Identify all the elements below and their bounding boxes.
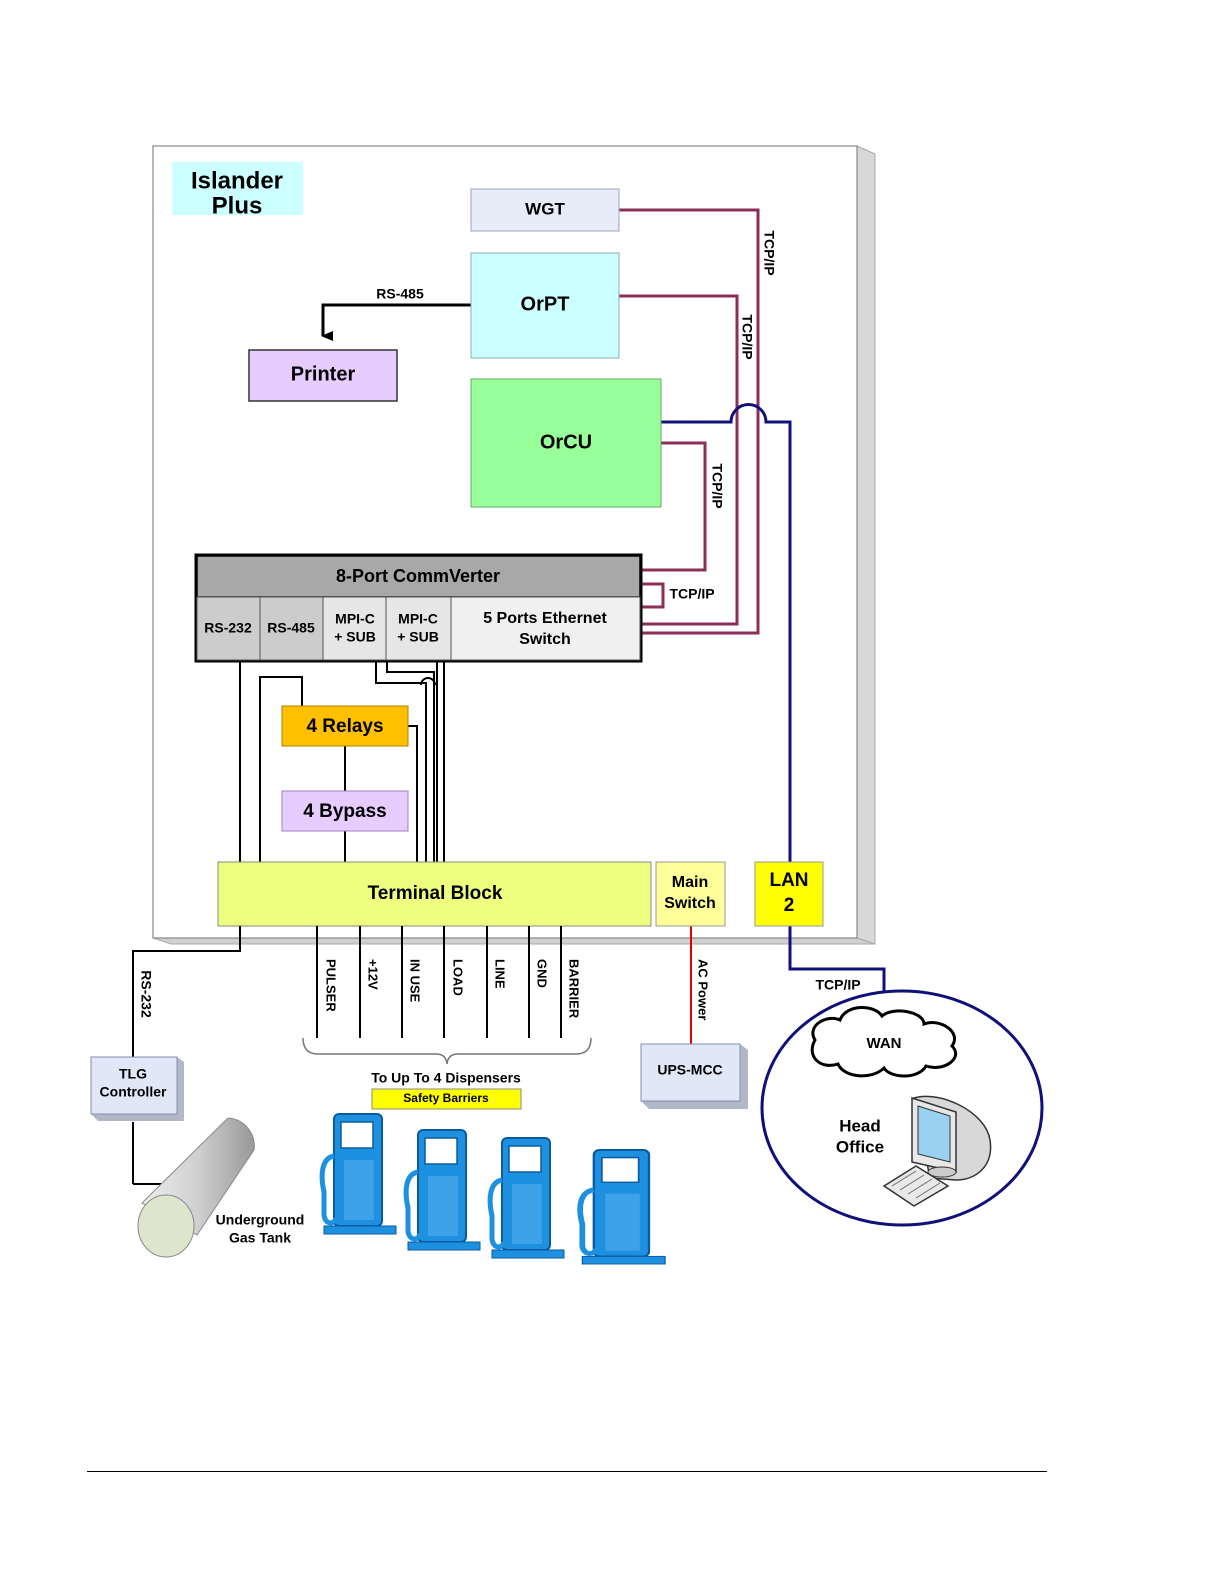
relays-label: 4 Relays	[306, 716, 383, 737]
ac-power-label: AC Power	[696, 959, 711, 1020]
ups-mcc-box: UPS-MCC	[640, 1043, 748, 1109]
orcu-box: OrCU	[470, 378, 662, 508]
lan-wire	[661, 403, 886, 997]
fuel-dispenser-icon	[322, 1114, 396, 1234]
lan-line2: 2	[784, 895, 795, 916]
port-ethernet-line2: Switch	[519, 631, 571, 648]
tcpip-wgt-label: TCP/IP	[761, 230, 777, 275]
fuel-dispenser-icon	[406, 1130, 480, 1250]
terminal-block: Terminal Block	[217, 861, 652, 927]
tlg-controller-box: TLG Controller	[90, 1056, 184, 1121]
fuel-dispenser-icon	[490, 1138, 564, 1258]
main-switch-line1: Main	[672, 874, 708, 891]
output-line: LINE	[493, 959, 508, 989]
internal-wiring	[239, 661, 445, 862]
port-ethernet-line1: 5 Ports Ethernet	[483, 610, 607, 627]
gas-tank-line2: Gas Tank	[229, 1230, 291, 1246]
main-switch-box: Main Switch	[655, 861, 726, 927]
tcpip-wires	[619, 208, 760, 635]
rs232-tlg-wire	[132, 926, 241, 1057]
rs232-tlg-label: RS-232	[138, 970, 154, 1018]
head-office-line1: Head	[839, 1116, 881, 1135]
orpt-box: OrPT	[470, 252, 620, 359]
output-barrier: BARRIER	[567, 959, 582, 1019]
tlg-line1: TLG	[119, 1066, 147, 1082]
dispenser-brace	[302, 1037, 592, 1065]
lan-box: LAN 2	[754, 861, 824, 927]
title-line1: Islander	[191, 167, 283, 194]
orpt-label: OrPT	[521, 293, 570, 315]
computer-icon	[882, 1095, 992, 1207]
wgt-label: WGT	[525, 199, 565, 218]
bypass-label: 4 Bypass	[303, 801, 386, 822]
terminal-block-label: Terminal Block	[368, 883, 503, 904]
tcpip-loop-label: TCP/IP	[669, 586, 714, 602]
dispensers-caption: To Up To 4 Dispensers	[371, 1070, 521, 1086]
head-office-line2: Office	[836, 1137, 884, 1156]
tcpip-orpt-label: TCP/IP	[739, 314, 755, 359]
wgt-box: WGT	[470, 188, 620, 232]
output-gnd: GND	[535, 959, 550, 988]
output-12v: +12V	[366, 959, 381, 990]
wan-cloud-icon	[810, 1006, 958, 1078]
lan-line1: LAN	[769, 870, 808, 891]
safety-barriers-label: Safety Barriers	[403, 1091, 489, 1105]
printer-label: Printer	[291, 363, 356, 385]
safety-barriers-badge	[371, 1088, 522, 1110]
relays-box: 4 Relays	[281, 705, 409, 747]
rs485-printer-wire	[321, 303, 471, 341]
tlg-line2: Controller	[100, 1084, 167, 1100]
commverter-title: 8-Port CommVerter	[336, 566, 500, 586]
printer-box: Printer	[248, 349, 398, 402]
terminal-output-wires	[316, 926, 562, 1038]
port-mpic2-line1: MPI-C	[398, 611, 438, 627]
tcpip-wan-label: TCP/IP	[815, 977, 860, 993]
tcpip-orcu-label: TCP/IP	[709, 463, 725, 508]
main-switch-line2: Switch	[664, 895, 716, 912]
ups-label: UPS-MCC	[657, 1062, 722, 1078]
output-load: LOAD	[451, 959, 466, 996]
port-rs485: RS-485	[267, 620, 315, 636]
port-mpic2-line2: + SUB	[397, 629, 439, 645]
wan-label: WAN	[867, 1035, 902, 1052]
port-mpic1-line1: MPI-C	[335, 611, 375, 627]
port-mpic1-line2: + SUB	[334, 629, 376, 645]
title-background	[172, 162, 303, 215]
title-line2: Plus	[212, 192, 263, 219]
gas-tank-line1: Underground	[216, 1212, 305, 1228]
fuel-dispenser-icon	[580, 1150, 665, 1264]
gas-tank-icon	[137, 1117, 255, 1258]
port-rs232: RS-232	[204, 620, 252, 636]
orcu-label: OrCU	[540, 431, 592, 453]
footer-rule	[87, 1471, 1047, 1472]
commverter: 8-Port CommVerter RS-232 RS-485 MPI-C + …	[194, 553, 643, 663]
output-in-use: IN USE	[408, 959, 423, 1003]
bypass-box: 4 Bypass	[281, 790, 409, 832]
output-pulser: PULSER	[324, 959, 339, 1012]
rs485-label: RS-485	[376, 286, 424, 302]
